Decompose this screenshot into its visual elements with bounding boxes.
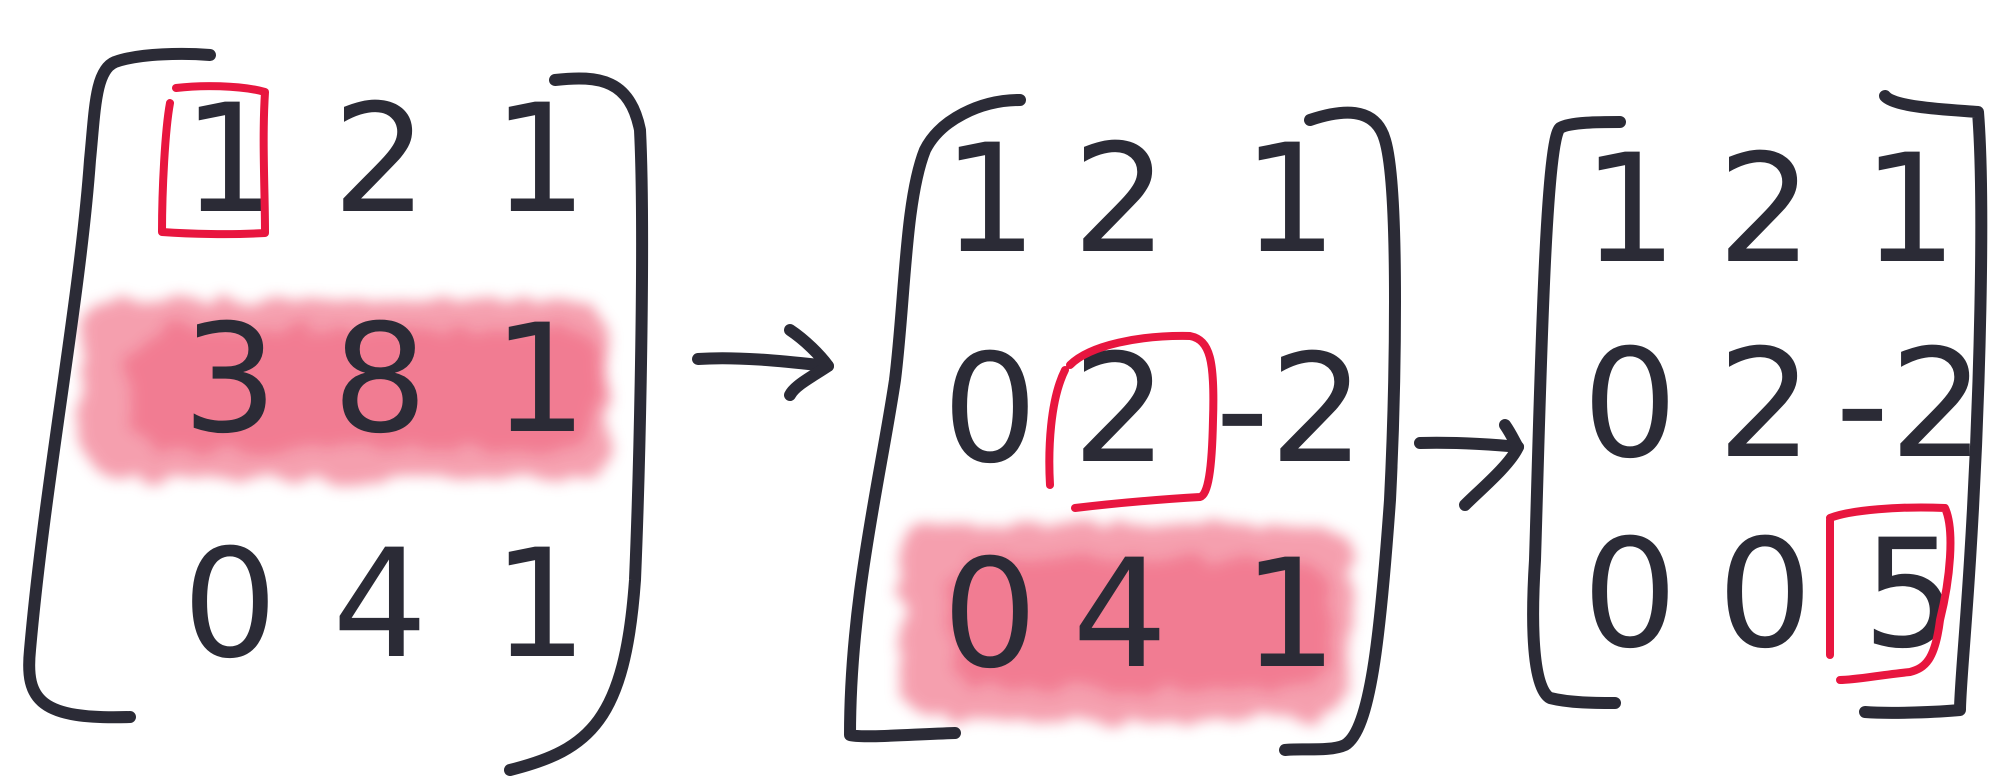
- matrix-3-entry-r1c2: 2: [1717, 123, 1812, 297]
- pivot-box-matrix-1: [158, 82, 269, 239]
- matrix-3-entry-r3c1: 0: [1582, 508, 1677, 682]
- right-arrow-icon: [692, 324, 834, 401]
- matrix-2-entry-r3c2: 4: [1072, 528, 1167, 702]
- matrix-2-entry-r3c3: 1: [1242, 528, 1337, 702]
- matrix-1-entry-r3c3: 1: [492, 518, 587, 692]
- row-highlight-matrix-2: [900, 525, 1350, 720]
- pivot-boxes: [158, 82, 1955, 684]
- matrix-1-brackets: [23, 47, 649, 776]
- matrix-1-entry-r2c1: 3: [182, 293, 277, 467]
- matrix-3-entry-r1c1: 1: [1582, 123, 1677, 297]
- matrix-1-left-bracket: [23, 47, 216, 724]
- row-highlight-matrix-1: [80, 300, 610, 480]
- matrix-2-entry-r1c3: 1: [1242, 113, 1337, 287]
- matrix-3-entry-r3c2: 0: [1717, 508, 1812, 682]
- pivot-box-matrix-2: [1045, 331, 1218, 512]
- matrix-1-entry-r2c3: 1: [492, 293, 587, 467]
- matrix-3-right-bracket: [1859, 90, 1988, 719]
- matrix-2-brackets: [844, 94, 1401, 756]
- matrix-2-entry-r1c2: 2: [1072, 113, 1167, 287]
- matrix-1-right-bracket: [504, 72, 649, 776]
- pivot-box-matrix-3: [1825, 503, 1955, 684]
- matrix-3-left-bracket: [1527, 116, 1626, 709]
- matrix-2-entry-r1c1: 1: [942, 113, 1037, 287]
- matrix-2-left-bracket: [844, 94, 1026, 743]
- matrix-1-entry-r1c3: 1: [492, 73, 587, 247]
- matrix-3-entry-r2c3: -2: [1835, 318, 1985, 492]
- matrix-1-entry-r3c1: 0: [182, 518, 277, 692]
- matrix-3-entry-r2c1: 0: [1582, 318, 1677, 492]
- matrix-1-entry-r2c2: 8: [332, 293, 427, 467]
- matrix-1-entry-r1c2: 2: [332, 73, 427, 247]
- matrix-2-entry-r3c1: 0: [942, 528, 1037, 702]
- matrix-3-entry-r1c3: 1: [1862, 123, 1957, 297]
- right-arrow-icon: [1414, 419, 1524, 511]
- matrix-2-entry-r2c3: -2: [1215, 323, 1365, 497]
- matrix-2-entry-r2c1: 0: [942, 323, 1037, 497]
- matrix-2-right-bracket: [1279, 106, 1401, 756]
- matrix-1-entry-r3c2: 4: [332, 518, 427, 692]
- matrix-3-entry-r2c2: 2: [1717, 318, 1812, 492]
- matrix-3-brackets: [1527, 90, 1988, 719]
